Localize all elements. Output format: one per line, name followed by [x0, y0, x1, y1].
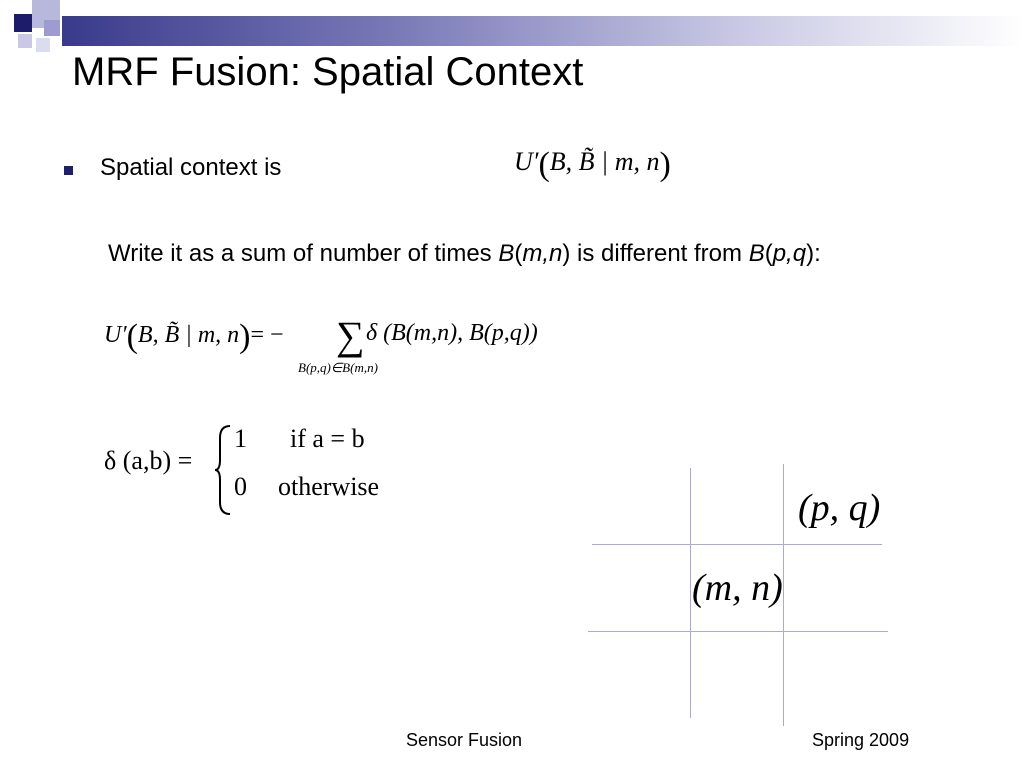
u-prime-args: B, B̃ | m, n	[549, 147, 660, 176]
u-prime-symbol: U′	[514, 147, 539, 176]
sum-equation: U′(B, B̃ | m, n)= −	[104, 318, 284, 356]
grid-vertical-line	[783, 464, 784, 726]
sub-text-close2: ):	[806, 240, 821, 267]
decor-square-light	[18, 34, 32, 48]
bullet-marker	[64, 166, 73, 175]
sum-symbol: ∑	[336, 313, 365, 358]
bullet-text: Spatial context is	[100, 154, 282, 181]
paren-open: (	[538, 146, 550, 183]
delta-lhs: δ (a,b) =	[104, 446, 193, 475]
grid-vertical-line	[690, 468, 691, 718]
sub-text: Write it as a sum of number of times B(m…	[108, 240, 821, 268]
delta-term: δ (B(m,n), B(p,q))	[366, 320, 538, 346]
u-prime-symbol: U′	[104, 322, 127, 348]
footer-left: Sensor Fusion	[406, 730, 523, 750]
sub-text-pq: p,q	[772, 240, 807, 267]
grid-label-pq: (p, q)	[798, 487, 881, 529]
sum-rhs: = −	[250, 322, 284, 348]
case1-condition: if a = b	[290, 424, 365, 453]
sub-text-close1: )	[562, 240, 571, 267]
grid-horizontal-line	[592, 544, 882, 545]
paren-open: (	[126, 318, 138, 355]
sub-text-middle: is different from	[570, 240, 749, 267]
decor-square-navy	[14, 14, 32, 32]
slide-title: MRF Fusion: Spatial Context	[72, 50, 584, 94]
case0-condition: otherwise	[278, 472, 380, 501]
grid-horizontal-line	[588, 631, 888, 632]
formula-u-prime: U′(B, B̃ | m, n)	[514, 146, 671, 184]
paren-close: )	[659, 146, 671, 183]
decor-square-light	[36, 38, 50, 52]
grid-label-mn: (m, n)	[692, 567, 783, 609]
case0-value: 0	[234, 472, 247, 501]
decor-square-light	[44, 20, 60, 36]
sub-text-b1: B	[498, 240, 515, 267]
sub-text-open1: (	[514, 240, 523, 267]
case1-value: 1	[234, 424, 247, 453]
sub-text-open2: (	[764, 240, 773, 267]
sub-text-b2: B	[748, 240, 765, 267]
sub-text-prefix: Write it as a sum of number of times	[108, 240, 499, 267]
case-brace	[214, 425, 231, 515]
footer-right: Spring 2009	[812, 730, 910, 750]
paren-close: )	[239, 318, 251, 355]
u-prime-args: B, B̃ | m, n	[137, 322, 240, 348]
header-gradient-bar	[62, 16, 1024, 46]
sub-text-mn: m,n	[522, 240, 563, 267]
sum-subscript: B(p,q)∈B(m,n)	[298, 360, 378, 375]
